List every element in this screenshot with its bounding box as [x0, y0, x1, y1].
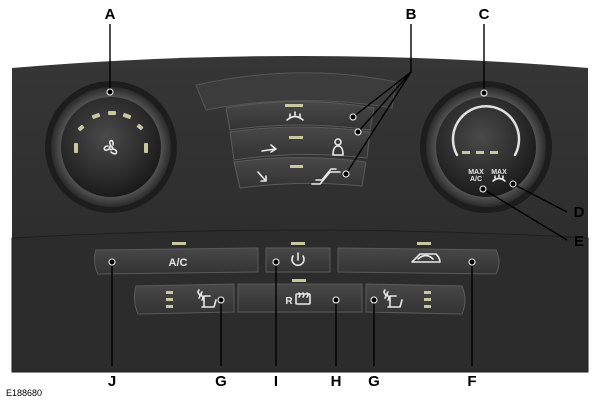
ac-button-label: A/C [169, 257, 188, 269]
airflow-floor-icon [257, 171, 267, 182]
windshield-defrost-icon [286, 111, 304, 121]
airflow-defrost-icon [311, 168, 341, 185]
right-heated-seat-button[interactable] [365, 283, 466, 315]
callout-label-g-right: G [368, 373, 380, 390]
heated-seat-icon [197, 289, 217, 308]
rear-defrost-button[interactable]: R [237, 279, 363, 313]
face-airflow-button[interactable] [229, 126, 371, 161]
power-button[interactable] [265, 242, 331, 273]
callout-label-a: A [105, 6, 116, 23]
rear-defrost-label: R [285, 296, 293, 307]
figure-code: E188680 [6, 388, 42, 398]
fan-speed-indicators [74, 111, 148, 153]
airflow-mode-cluster [195, 72, 397, 189]
recirculation-button[interactable] [337, 242, 500, 275]
callout-label-e: E [574, 233, 584, 250]
callout-label-c: C [479, 6, 490, 23]
max-ac-label-line2: A/C [470, 176, 482, 183]
callout-lines [106, 24, 568, 366]
max-defrost-label: MAX [491, 169, 507, 176]
ac-button[interactable]: A/C [93, 242, 259, 275]
floor-airflow-button[interactable] [233, 157, 367, 189]
callout-label-h: H [331, 373, 342, 390]
max-defrost-button[interactable]: MAX [491, 169, 507, 182]
fan-icon [103, 139, 118, 155]
temperature-knob[interactable]: MAX A/C MAX [420, 81, 552, 213]
max-ac-label-line1: MAX [468, 169, 484, 176]
seat-heat-level-indicators [424, 291, 431, 308]
passenger-icon [332, 138, 344, 156]
seat-heat-level-indicators [166, 291, 173, 308]
callout-label-f: F [467, 373, 476, 390]
callout-label-i: I [274, 373, 278, 390]
airflow-face-icon [261, 144, 277, 153]
callout-label-d: D [574, 204, 585, 221]
fan-speed-knob[interactable] [45, 81, 177, 213]
max-ac-button[interactable]: MAX A/C [468, 169, 484, 183]
callout-label-g-left: G [215, 373, 227, 390]
air-recirculation-icon [411, 253, 441, 263]
callout-label-j: J [108, 373, 116, 390]
max-defrost-icon [492, 174, 506, 182]
heated-seat-icon [383, 289, 403, 308]
callout-label-b: B [406, 6, 417, 23]
left-heated-seat-button[interactable] [133, 283, 235, 315]
temperature-dial-icon [451, 105, 521, 157]
rear-defrost-icon [295, 292, 311, 305]
power-icon [291, 252, 305, 267]
